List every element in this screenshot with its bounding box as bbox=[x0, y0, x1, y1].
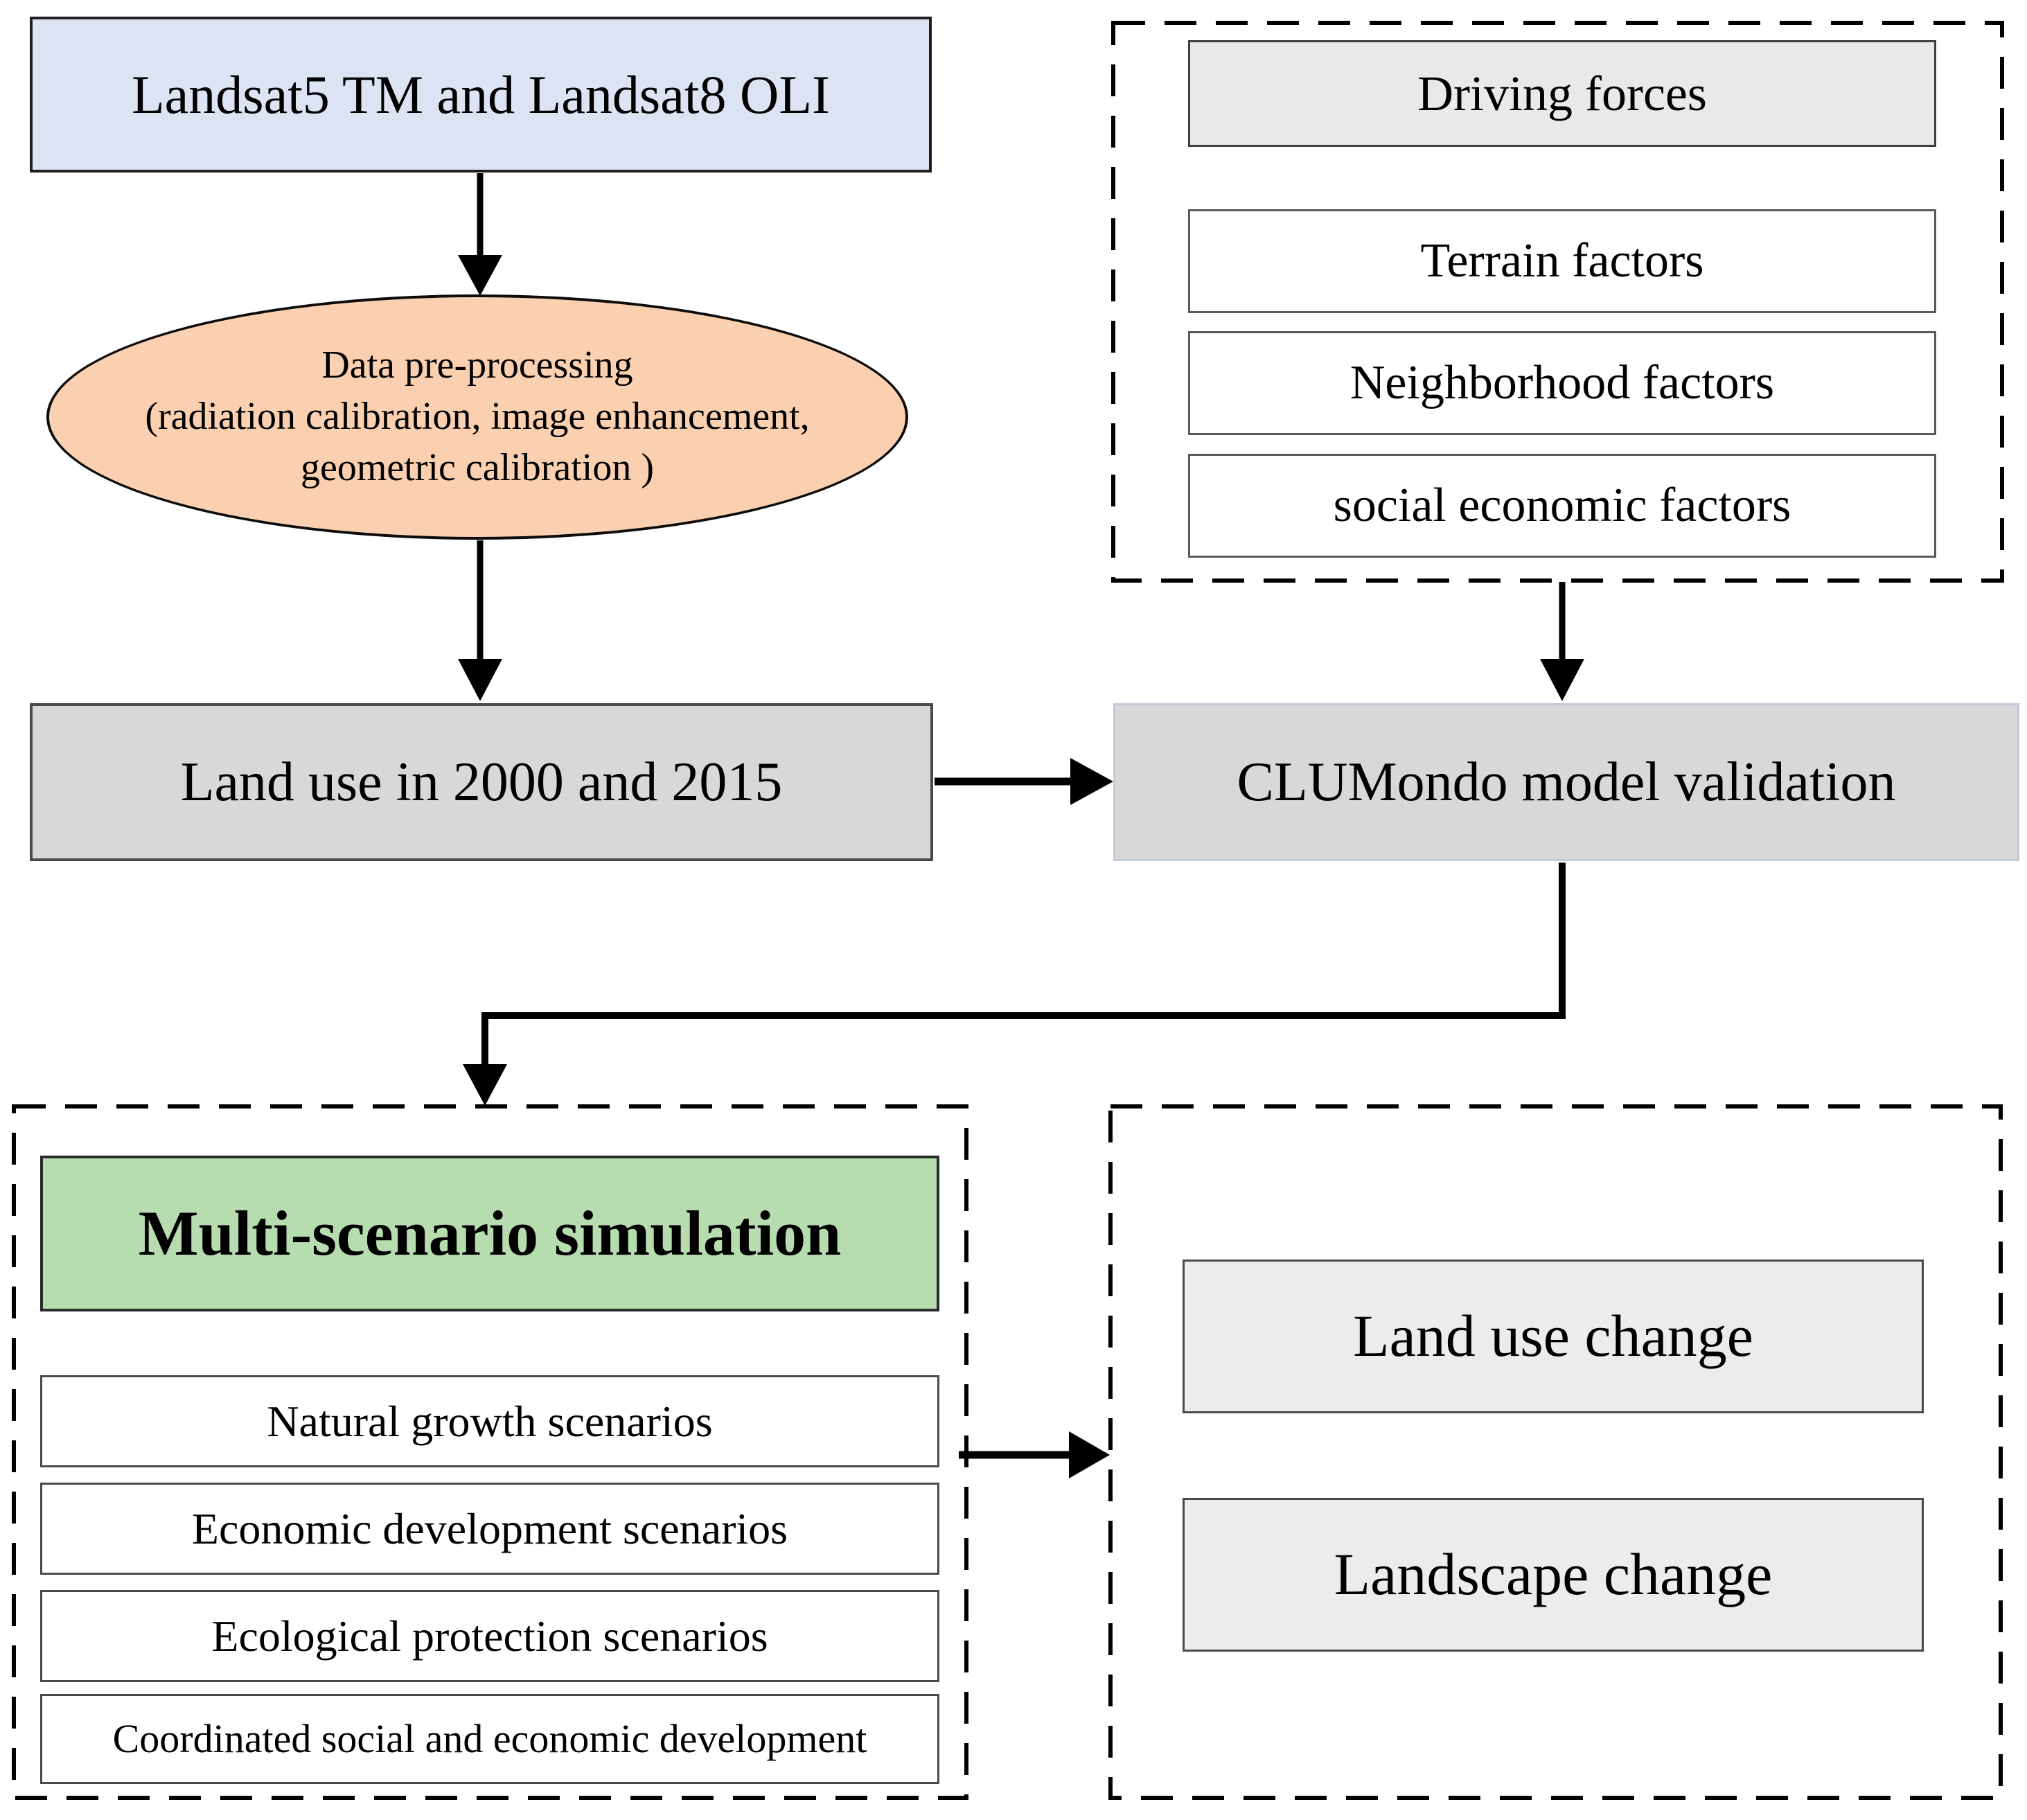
ecological-protection-node: Ecological protection scenarios bbox=[40, 1590, 939, 1682]
land-use-change-label: Land use change bbox=[1353, 1302, 1753, 1370]
landscape-change-label: Landscape change bbox=[1334, 1541, 1773, 1608]
landuse-label: Land use in 2000 and 2015 bbox=[180, 752, 783, 813]
social-economic-factors-label: social economic factors bbox=[1333, 479, 1791, 533]
preprocessing-line2: (radiation calibration, image enhancemen… bbox=[145, 395, 810, 439]
outputs-group-border bbox=[1108, 1104, 2003, 1800]
multi-scenario-header: Multi-scenario simulation bbox=[40, 1156, 939, 1311]
terrain-factors-label: Terrain factors bbox=[1420, 234, 1704, 288]
clumondo-node: CLUMondo model validation bbox=[1113, 703, 2019, 861]
coordinated-development-node: Coordinated social and economic developm… bbox=[40, 1694, 939, 1784]
arrow-driving-to-clumondo bbox=[1540, 582, 1584, 701]
arrow-clumondo-to-scenarios bbox=[463, 863, 1566, 1106]
clumondo-label: CLUMondo model validation bbox=[1237, 752, 1896, 813]
preprocessing-line3: geometric calibration ) bbox=[301, 445, 654, 489]
coordinated-development-label: Coordinated social and economic developm… bbox=[112, 1715, 867, 1761]
natural-growth-node: Natural growth scenarios bbox=[40, 1375, 939, 1467]
driving-forces-label: Driving forces bbox=[1417, 66, 1707, 121]
multi-scenario-label: Multi-scenario simulation bbox=[138, 1198, 842, 1269]
economic-development-label: Economic development scenarios bbox=[191, 1503, 788, 1553]
arrow-landuse-to-clumondo bbox=[935, 758, 1113, 805]
neighborhood-factors-label: Neighborhood factors bbox=[1349, 356, 1775, 410]
arrow-preprocessing-to-landuse bbox=[458, 540, 502, 701]
landsat-node: Landsat5 TM and Landsat8 OLI bbox=[30, 17, 932, 173]
driving-forces-header: Driving forces bbox=[1188, 40, 1936, 147]
neighborhood-factors-node: Neighborhood factors bbox=[1188, 331, 1936, 435]
arrow-landsat-to-preprocessing bbox=[458, 173, 502, 296]
terrain-factors-node: Terrain factors bbox=[1188, 209, 1936, 313]
arrow-scenarios-to-outputs bbox=[959, 1431, 1110, 1478]
preprocessing-line1: Data pre-processing bbox=[321, 344, 633, 387]
landscape-change-node: Landscape change bbox=[1183, 1498, 1924, 1652]
social-economic-factors-node: social economic factors bbox=[1188, 454, 1936, 558]
land-use-change-node: Land use change bbox=[1183, 1260, 1924, 1413]
economic-development-node: Economic development scenarios bbox=[40, 1483, 939, 1575]
ecological-protection-label: Ecological protection scenarios bbox=[211, 1611, 768, 1661]
preprocessing-node: Data pre-processing (radiation calibrati… bbox=[46, 294, 908, 540]
natural-growth-label: Natural growth scenarios bbox=[267, 1396, 713, 1446]
landuse-node: Land use in 2000 and 2015 bbox=[30, 703, 933, 861]
landsat-label: Landsat5 TM and Landsat8 OLI bbox=[132, 64, 830, 125]
